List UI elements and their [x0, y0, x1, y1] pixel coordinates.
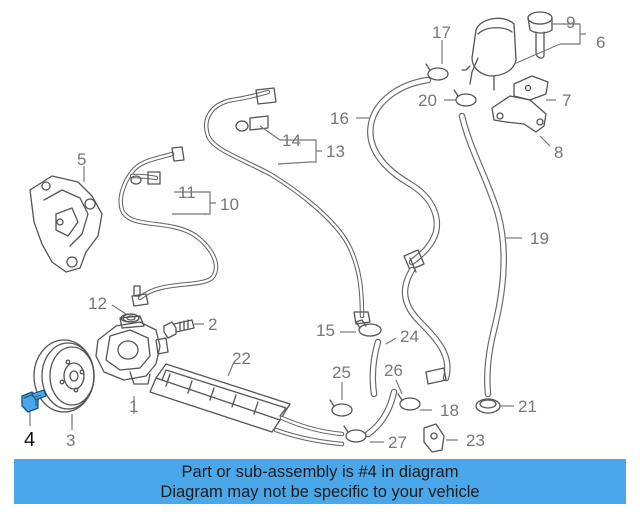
- callout-18[interactable]: 18: [440, 401, 459, 420]
- bolt-4-highlighted[interactable]: [21, 389, 47, 413]
- pressure-line-13[interactable]: [204, 87, 371, 325]
- bracket-23[interactable]: [423, 423, 445, 453]
- callout-22[interactable]: 22: [232, 349, 251, 368]
- banner-line-2: Diagram may not be specific to your vehi…: [160, 483, 480, 501]
- callout-15[interactable]: 15: [316, 321, 335, 340]
- parts-diagram: 1 2 3 4 5 6 7 8 9 10 11 12 13 14 15 16 1…: [21, 11, 605, 453]
- callout-17[interactable]: 17: [432, 23, 451, 42]
- callout-25[interactable]: 25: [332, 363, 351, 382]
- callout-8[interactable]: 8: [554, 143, 563, 162]
- reservoir-6[interactable]: [461, 17, 517, 91]
- callout-2[interactable]: 2: [208, 315, 217, 334]
- callout-20[interactable]: 20: [418, 91, 437, 110]
- pulley-3[interactable]: [33, 339, 95, 413]
- callout-7[interactable]: 7: [562, 91, 571, 110]
- callout-1[interactable]: 1: [129, 397, 138, 416]
- clamp-17[interactable]: [425, 63, 449, 81]
- callout-5[interactable]: 5: [77, 150, 86, 169]
- callout-4-highlighted[interactable]: 4: [24, 429, 35, 451]
- clamp-18[interactable]: [397, 393, 421, 411]
- callout-23[interactable]: 23: [466, 431, 485, 450]
- bracket-8[interactable]: [491, 95, 547, 133]
- callout-11[interactable]: 11: [178, 183, 196, 202]
- callout-26[interactable]: 26: [384, 361, 403, 380]
- seal-12[interactable]: [122, 313, 140, 323]
- leader-lines: [29, 23, 586, 443]
- cap-9[interactable]: [527, 11, 553, 59]
- return-hose-24[interactable]: [369, 266, 451, 398]
- bracket-7[interactable]: [513, 75, 549, 101]
- callout-12[interactable]: 12: [88, 294, 107, 313]
- clamp-15[interactable]: [355, 319, 382, 337]
- hose-26[interactable]: [364, 388, 398, 438]
- info-banner: Part or sub-assembly is #4 in diagram Di…: [14, 459, 626, 504]
- callout-16[interactable]: 16: [330, 109, 349, 128]
- callout-6[interactable]: 6: [596, 33, 605, 52]
- cap-21[interactable]: [475, 398, 501, 414]
- callout-numbers: 1 2 3 4 5 6 7 8 9 10 11 12 13 14 15 16 1…: [24, 13, 605, 452]
- power-steering-pump-1[interactable]: [95, 313, 169, 385]
- banner-line-1: Part or sub-assembly is #4 in diagram: [181, 463, 459, 481]
- callout-21[interactable]: 21: [518, 397, 537, 416]
- pressure-hose-10[interactable]: [118, 146, 219, 307]
- callout-19[interactable]: 19: [530, 229, 549, 248]
- clamp-25[interactable]: [329, 399, 353, 417]
- callout-9[interactable]: 9: [566, 13, 575, 32]
- callout-13[interactable]: 13: [326, 142, 345, 161]
- hose-19[interactable]: [458, 112, 507, 398]
- callout-10[interactable]: 10: [220, 195, 239, 214]
- clamp-27[interactable]: [343, 425, 367, 443]
- clamp-20[interactable]: [453, 89, 477, 107]
- callout-3[interactable]: 3: [66, 431, 75, 450]
- callout-27[interactable]: 27: [388, 433, 407, 452]
- bracket-5[interactable]: [29, 175, 103, 273]
- callout-24[interactable]: 24: [400, 327, 419, 346]
- oil-cooler-22[interactable]: [149, 363, 345, 447]
- callout-14[interactable]: 14: [282, 131, 301, 150]
- bolt-2[interactable]: [163, 319, 195, 339]
